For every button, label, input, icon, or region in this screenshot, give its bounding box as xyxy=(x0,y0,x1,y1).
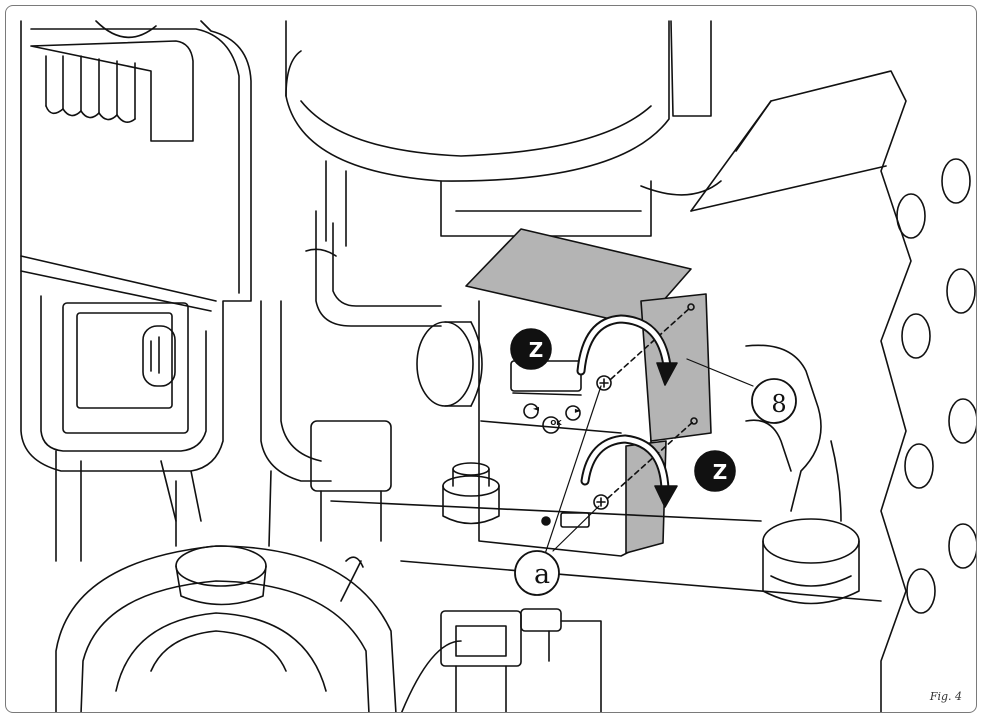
display-button-right-outline xyxy=(565,405,581,421)
lower-dome xyxy=(55,470,397,712)
callout-8 xyxy=(751,378,797,424)
display-button-ok-label: OK xyxy=(550,419,562,427)
left-housing xyxy=(20,20,252,562)
rotation-arrows xyxy=(576,314,678,508)
z-top-label: Z xyxy=(528,338,544,362)
display-button-left-label: ◄ xyxy=(532,404,540,413)
deck-line xyxy=(330,500,762,522)
display-button-left-outline xyxy=(523,403,539,419)
pipework xyxy=(260,210,860,605)
side-frame-plate xyxy=(690,70,976,712)
bottom-connector xyxy=(400,608,602,712)
figure-caption: Fig. 4 xyxy=(929,690,962,703)
electronic-controller xyxy=(465,228,712,557)
callout-a xyxy=(514,550,560,596)
screw-label: a xyxy=(533,559,551,590)
boiler-tank xyxy=(285,20,722,247)
z-bottom-label: Z xyxy=(712,460,728,484)
deck-line-lower xyxy=(400,560,882,602)
part-number-label: 8 xyxy=(771,390,787,418)
technical-drawing xyxy=(20,20,976,712)
display-button-ok-outline xyxy=(542,416,560,434)
callout-leaders xyxy=(540,358,754,567)
callout-z-bottom xyxy=(694,450,736,492)
display-button-right-label: ► xyxy=(574,406,582,415)
callout-z-top xyxy=(510,328,552,370)
figure-frame: Z Z 8 a ◄ OK ► Fig. 4 xyxy=(5,5,977,713)
